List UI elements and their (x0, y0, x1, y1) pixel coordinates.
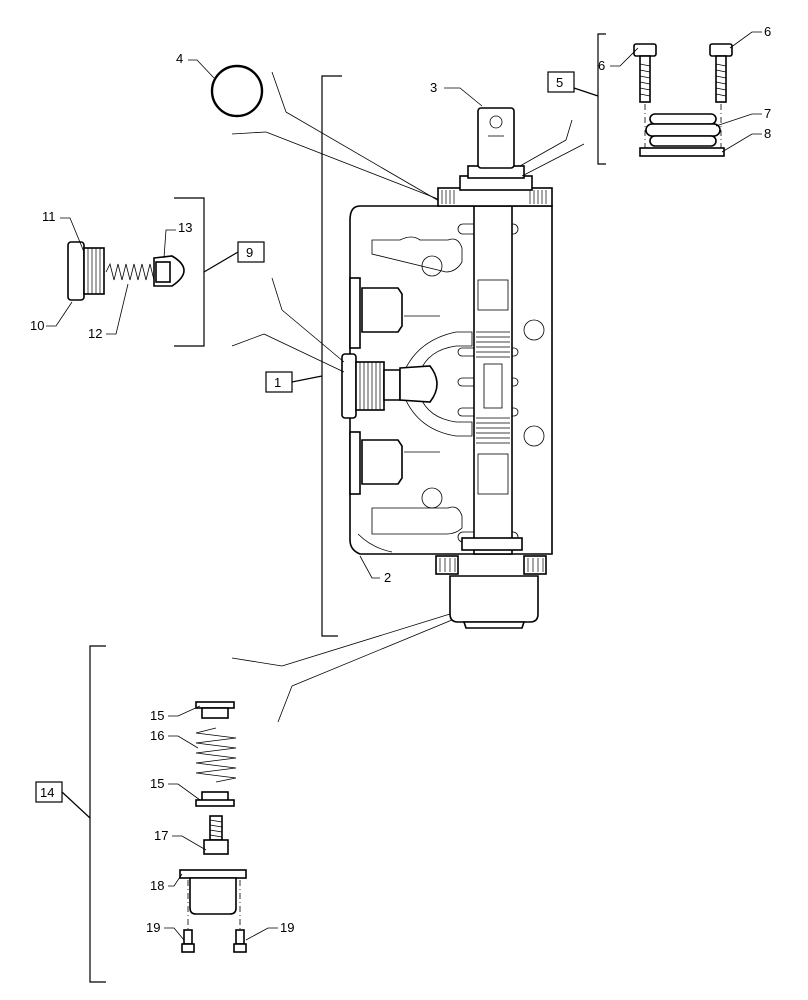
plug-threads (359, 362, 381, 410)
screw-head-part-6b (709, 43, 733, 57)
boot-part-7 (649, 113, 717, 125)
callout-18: 18 (150, 878, 164, 893)
callout-13: 13 (178, 220, 192, 235)
plug-part-10 (67, 241, 85, 301)
callout-12: 12 (88, 326, 102, 341)
callout-6b: 6 (764, 24, 771, 39)
spring-seat-part-15a (195, 701, 235, 709)
spool-column (473, 205, 513, 555)
callout-2: 2 (384, 570, 391, 585)
spool-end-part-3: 3 (430, 80, 553, 207)
assembly-14: 14 15 16 15 17 18 19 (35, 645, 294, 983)
callout-8: 8 (764, 126, 771, 141)
assembly-1-bracket: 1 (265, 75, 342, 637)
callout-19b: 19 (280, 920, 294, 935)
bolt-part-19b (235, 929, 245, 945)
o-ring-part-4: 4 (176, 51, 459, 213)
callout-5: 5 (556, 75, 563, 90)
lower-cap: 2 (231, 537, 547, 723)
knurl-bottom (439, 558, 544, 572)
callout-15a: 15 (150, 708, 164, 723)
knurl-top (441, 190, 547, 204)
callout-19a: 19 (146, 920, 160, 935)
callout-box-9[interactable] (237, 241, 265, 263)
assembly-9: 9 11 13 10 12 (30, 197, 265, 347)
spring-part-16 (195, 727, 237, 783)
callout-3: 3 (430, 80, 437, 95)
callout-11: 11 (42, 209, 56, 224)
plug-thread-part-11 (83, 247, 105, 295)
callout-17: 17 (154, 828, 168, 843)
callout-6a: 6 (598, 58, 605, 73)
callout-box-1[interactable] (265, 371, 293, 393)
screw-shank-part-6b (715, 55, 727, 103)
spool-grooves (476, 331, 510, 444)
callout-4: 4 (176, 51, 183, 66)
callout-1: 1 (274, 375, 281, 390)
screw-head-part-6a (633, 43, 657, 57)
callout-9: 9 (246, 245, 253, 260)
callout-16: 16 (150, 728, 164, 743)
callout-box-5[interactable] (547, 71, 575, 93)
bolt-part-19a (183, 929, 193, 945)
spring-part-12 (105, 262, 159, 282)
callout-7: 7 (764, 106, 771, 121)
callout-14: 14 (40, 785, 54, 800)
callout-box-14[interactable] (35, 781, 63, 803)
callout-10: 10 (30, 318, 44, 333)
installed-relief-plug (231, 277, 438, 419)
cap-flange-part-18 (179, 869, 247, 879)
callout-15b: 15 (150, 776, 164, 791)
assembly-5: 5 6 6 7 8 (519, 24, 771, 177)
screw-shank-part-6a (639, 55, 651, 103)
plate-part-8 (639, 147, 725, 157)
